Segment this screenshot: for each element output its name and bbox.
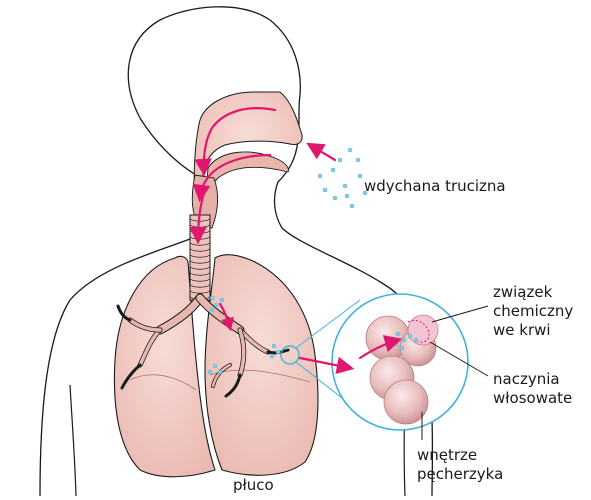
label-chemical-line2: chemiczny [493,302,573,320]
poison-particle [400,346,404,350]
poison-particle [210,296,214,300]
poison-particle [402,338,406,342]
poison-particle [414,338,418,342]
label-inhaled-poison: wdychana trucizna [364,177,506,195]
label-chemical-line3: we krwi [493,321,551,339]
poison-particle [318,174,322,178]
poison-particle [350,204,354,208]
poison-particle [338,158,342,162]
poison-particle [331,168,335,172]
poison-particle [208,370,212,374]
poison-particle [218,370,222,374]
label-alveolus-line2: pęcherzyka [417,465,503,483]
poison-particle [220,298,224,302]
poison-particle [358,174,362,178]
poison-particle [343,184,347,188]
left-arm-line [70,385,76,496]
poison-particle [210,308,214,312]
label-capillaries-line1: naczynia [493,370,560,388]
poison-particle [348,148,352,152]
poison-particle [408,334,412,338]
poison-particle [214,303,218,307]
poison-particle [270,354,274,358]
poison-particle [276,350,280,354]
label-capillaries-line2: włosowate [493,389,572,407]
poison-particle [213,364,217,368]
label-alveolus-line1: wnętrze [417,446,477,464]
poison-particle [345,194,349,198]
right-lung [205,255,318,475]
poison-particle [323,188,327,192]
label-lung: płuco [233,476,274,494]
label-chemical-line1: związek [493,283,552,301]
poison-particle [396,332,400,336]
poison-particle [333,196,337,200]
poison-particle [394,342,398,346]
poison-particle [356,158,360,162]
poison-particle [272,344,276,348]
